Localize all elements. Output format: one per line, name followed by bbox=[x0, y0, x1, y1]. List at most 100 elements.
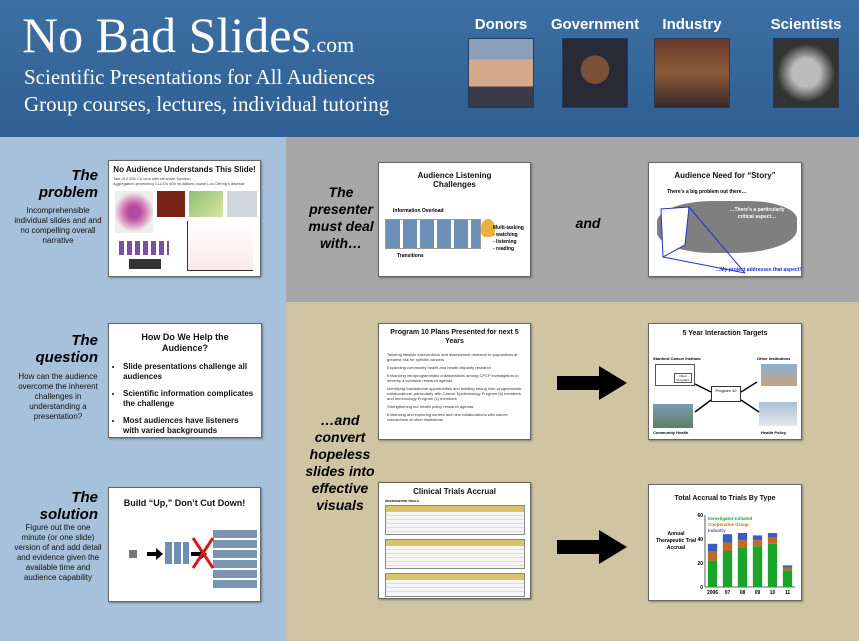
slide-title: Audience Need for “Story” bbox=[674, 171, 776, 180]
slide-title: How Do We Help the Audience? bbox=[141, 332, 229, 353]
bar-segment bbox=[737, 540, 748, 548]
seed-block bbox=[129, 550, 137, 558]
slide-title: Total Accrual to Trials By Type bbox=[674, 495, 776, 502]
legend-entry: Cooperative Group bbox=[708, 522, 749, 527]
transform-arrow-1 bbox=[557, 366, 627, 400]
trials-subtitle: INTERVENTION TRIALS bbox=[385, 499, 419, 503]
interaction-arrows bbox=[694, 381, 760, 413]
donor-photo bbox=[468, 38, 534, 108]
tagline-secondary: Group courses, lectures, individual tuto… bbox=[24, 92, 390, 116]
protein-structure-image bbox=[115, 191, 153, 233]
slide-title: Clinical Trials Accrual bbox=[413, 487, 496, 496]
watching-label: - watching bbox=[493, 232, 518, 238]
x-tick-label: 09 bbox=[755, 590, 761, 596]
problem-slide[interactable]: No Audience Understands This Slide! Tale… bbox=[108, 160, 261, 277]
target-community: Community Health bbox=[653, 430, 689, 435]
bullet-item: Tailoring lifestyle interventions and as… bbox=[387, 352, 524, 362]
trials-slide[interactable]: Clinical Trials Accrual INTERVENTION TRI… bbox=[378, 482, 531, 599]
bar-segment bbox=[737, 533, 748, 541]
critical-aspect-text: …There’s a particularly critical aspect… bbox=[729, 207, 785, 220]
y-tick-label: 0 bbox=[700, 585, 703, 591]
bullet-item: Enhancing and exploring current and new … bbox=[387, 412, 524, 422]
audience-industry: Industry bbox=[652, 16, 732, 108]
target-other-programs: Other Programs bbox=[674, 373, 692, 383]
bar-segment bbox=[722, 534, 733, 543]
problem-label: The problem bbox=[38, 167, 98, 201]
curve-graph bbox=[187, 221, 253, 271]
audience-scientists: Scientists bbox=[764, 16, 848, 108]
bar-segment bbox=[707, 551, 718, 561]
solution-description: Figure out the one minute (or one slide)… bbox=[14, 523, 102, 582]
audience-government: Government bbox=[545, 16, 645, 108]
header-banner: No Bad Slides.com Scientific Presentatio… bbox=[0, 0, 859, 137]
community-image bbox=[653, 404, 693, 428]
bullet-item: Slide presentations challenge all audien… bbox=[123, 362, 255, 382]
x-tick-label: 08 bbox=[740, 590, 746, 596]
trials-table-2 bbox=[385, 539, 525, 569]
trials-table-1 bbox=[385, 505, 525, 535]
bar-segment bbox=[767, 537, 778, 544]
audience-label: Government bbox=[550, 16, 640, 33]
target-stanford: Stanford Cancer Institute bbox=[653, 356, 701, 361]
accrual-chart-slide[interactable]: Total Accrual to Trials By Type Annual T… bbox=[648, 484, 802, 601]
bullet-item: Strengthening our health policy research… bbox=[387, 404, 524, 409]
x-tick-label: 10 bbox=[770, 590, 776, 596]
scientist-photo bbox=[773, 38, 839, 108]
bullet-item: Scientific information complicates the c… bbox=[123, 389, 255, 409]
bullet-item: Expanding community health and health di… bbox=[387, 365, 524, 370]
slide-title: Build “Up,” Don’t Cut Down! bbox=[123, 498, 246, 508]
targets-slide[interactable]: 5 Year Interaction Targets Stanford Canc… bbox=[648, 323, 802, 440]
target-program: Program 10 bbox=[711, 386, 741, 402]
y-tick-label: 20 bbox=[697, 561, 703, 567]
bar-segment bbox=[752, 535, 763, 541]
brand-suffix: .com bbox=[310, 32, 355, 57]
presenter-label: The presenter must deal with… bbox=[308, 184, 374, 251]
question-label: The question bbox=[35, 332, 99, 366]
plans-slide[interactable]: Program 10 Plans Presented for next 5 Ye… bbox=[378, 323, 531, 440]
industry-photo bbox=[654, 38, 730, 108]
cross-out-icon bbox=[191, 537, 215, 569]
bar-segment bbox=[737, 547, 748, 587]
grow-block bbox=[165, 542, 189, 564]
molecule-row-image bbox=[119, 241, 169, 255]
multitask-list: Multi-tasking - watching - listening - r… bbox=[493, 225, 524, 253]
bar-segment bbox=[782, 567, 793, 571]
bar-segment bbox=[707, 560, 718, 587]
person-icon bbox=[481, 219, 495, 237]
institution-image bbox=[761, 364, 797, 386]
x-tick-label: 2006 bbox=[707, 590, 718, 596]
listening-challenges-slide[interactable]: Audience Listening Challenges Informatio… bbox=[378, 162, 531, 277]
bar-segment bbox=[782, 570, 793, 587]
question-slide[interactable]: How Do We Help the Audience? Slide prese… bbox=[108, 323, 262, 438]
full-slide-stack bbox=[213, 528, 257, 588]
stanford-box: Other Programs bbox=[655, 364, 695, 386]
tissue-image bbox=[157, 191, 185, 217]
bar-segment bbox=[707, 543, 718, 551]
convert-label: …and convert hopeless slides into effect… bbox=[305, 412, 375, 513]
slide-title: Program 10 Plans Presented for next 5 Ye… bbox=[390, 329, 519, 345]
tagline-primary: Scientific Presentations for All Audienc… bbox=[24, 65, 376, 89]
arrow-icon bbox=[147, 548, 163, 560]
audience-label: Industry bbox=[662, 16, 722, 33]
transitions-label: Transitions bbox=[397, 253, 424, 259]
listening-label: - listening bbox=[493, 239, 517, 245]
bar-segment bbox=[722, 542, 733, 551]
y-tick-label: 60 bbox=[697, 513, 703, 519]
story-slide[interactable]: Audience Need for “Story” There’s a big … bbox=[648, 162, 802, 277]
brand-logo[interactable]: No Bad Slides.com bbox=[22, 6, 354, 74]
question-bullets: Slide presentations challenge all audien… bbox=[109, 362, 255, 436]
brand-name: No Bad Slides bbox=[22, 7, 311, 63]
solution-slide[interactable]: Build “Up,” Don’t Cut Down! bbox=[108, 487, 261, 602]
bar-segment bbox=[767, 533, 778, 538]
project-text: …My project addresses that aspect! bbox=[715, 267, 801, 273]
target-policy: Health Policy bbox=[761, 430, 787, 435]
slide-thumbnails bbox=[385, 219, 481, 249]
reading-label: - reading bbox=[493, 246, 515, 252]
bar-segment bbox=[752, 540, 763, 547]
audience-donors: Donors bbox=[465, 16, 537, 108]
caption-box bbox=[129, 259, 161, 269]
x-tick-label: 07 bbox=[725, 590, 731, 596]
bar-segment bbox=[722, 551, 733, 587]
slide-title: 5 Year Interaction Targets bbox=[682, 330, 768, 337]
audience-label: Donors bbox=[474, 16, 528, 33]
